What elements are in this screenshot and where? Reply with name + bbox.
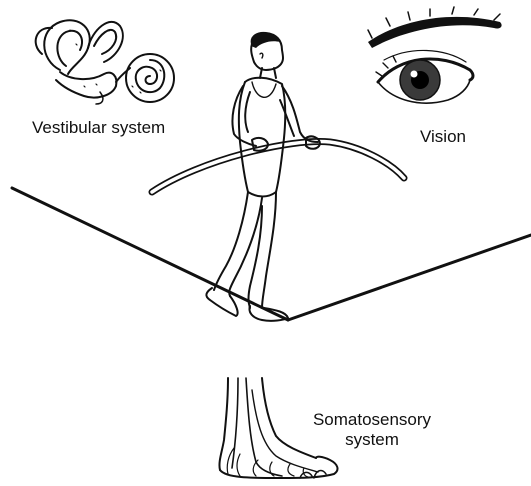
inner-ear-icon <box>36 20 174 104</box>
somatosensory-system-label: Somatosensory system <box>302 410 442 450</box>
tightrope-walker-figure <box>206 32 320 321</box>
somatosensory-label-line1: Somatosensory <box>302 410 442 430</box>
tightrope <box>12 188 531 320</box>
eye-icon <box>368 7 502 103</box>
vision-label: Vision <box>420 127 466 147</box>
vestibular-system-label: Vestibular system <box>32 118 165 138</box>
somatosensory-label-line2: system <box>302 430 442 450</box>
